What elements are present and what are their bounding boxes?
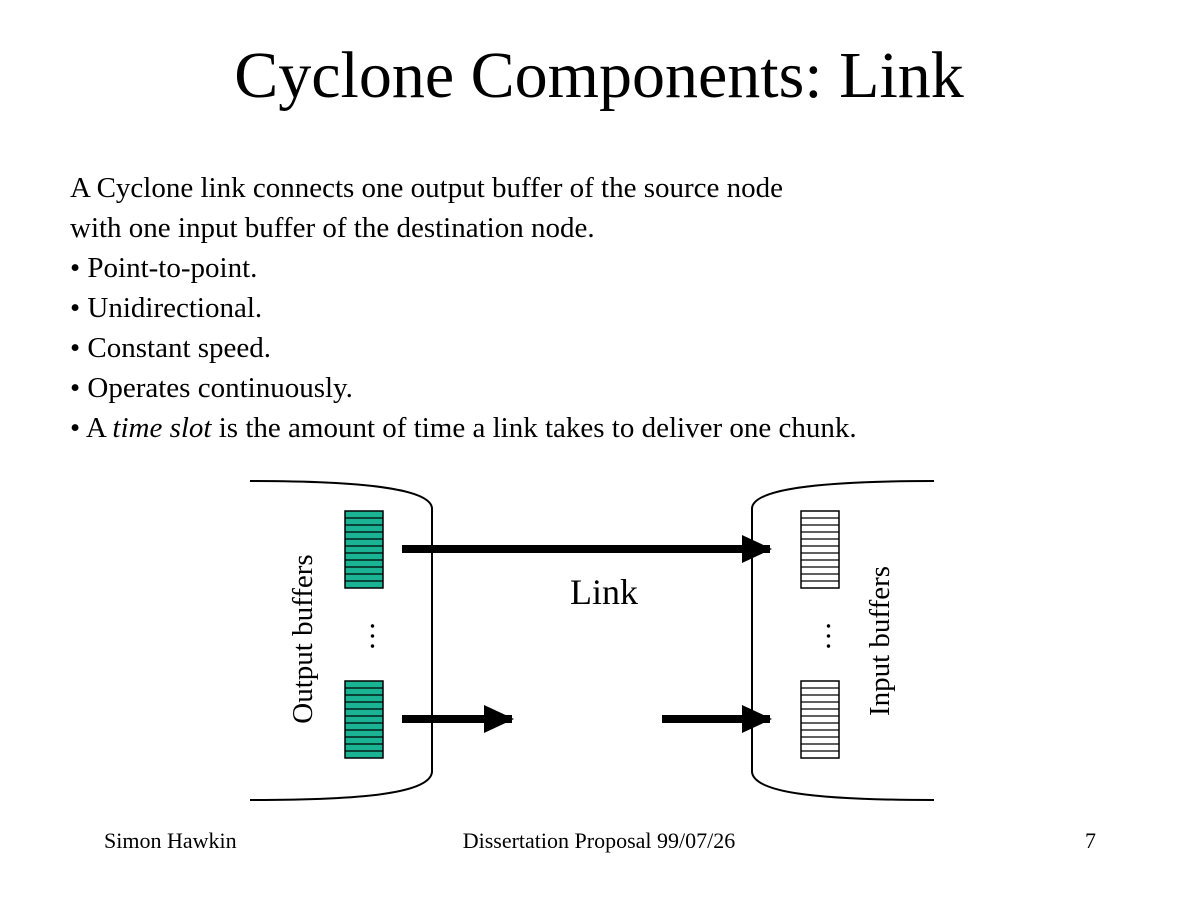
buffer-body	[800, 510, 840, 589]
bullet-marker: •	[70, 412, 81, 444]
bullet-marker: •	[70, 372, 81, 404]
timeslot-prefix: A	[85, 412, 113, 444]
output-buffer-bottom	[344, 680, 384, 759]
slide-body: A Cyclone link connects one output buffe…	[70, 168, 857, 448]
bullet-text: Operates continuously.	[87, 372, 353, 404]
bullet-item: • Point-to-point.	[70, 248, 857, 288]
bullet-item: • Constant speed.	[70, 328, 857, 368]
footer-center-text: Dissertation Proposal 99/07/26	[462, 828, 736, 853]
bullet-item-timeslot: • A time slot is the amount of time a li…	[70, 408, 857, 448]
footer-author: Simon Hawkin	[104, 828, 237, 853]
output-buffer-top	[344, 510, 384, 589]
timeslot-suffix: is the amount of time a link takes to de…	[211, 412, 857, 444]
slide-title: Cyclone Components: Link	[234, 39, 964, 112]
input-buffer-top	[800, 510, 840, 589]
destination-node-outline	[751, 480, 935, 801]
buffer-body	[800, 680, 840, 759]
input-buffer-bottom	[800, 680, 840, 759]
source-node-outline	[249, 480, 433, 801]
output-buffers-label: Output buffers	[287, 554, 319, 723]
bullet-text: Unidirectional.	[87, 292, 263, 324]
intro-line: A Cyclone link connects one output buffe…	[70, 172, 784, 204]
footer-page-number: 7	[1085, 828, 1096, 853]
buffer-body	[344, 680, 384, 759]
bullet-item: • Operates continuously.	[70, 368, 857, 408]
input-ellipsis: …	[804, 621, 837, 651]
link-label: Link	[570, 572, 638, 612]
bullet-item: • Unidirectional.	[70, 288, 857, 328]
bullet-text: Point-to-point.	[87, 252, 258, 284]
bullet-marker: •	[70, 332, 81, 364]
output-ellipsis: …	[348, 621, 381, 651]
intro-line: with one input buffer of the destination…	[70, 212, 595, 244]
bullet-marker: •	[70, 292, 81, 324]
input-buffers-label: Input buffers	[864, 566, 896, 716]
bullet-marker: •	[70, 252, 81, 284]
buffer-body	[344, 510, 384, 589]
bullet-text: Constant speed.	[87, 332, 272, 364]
timeslot-emphasis: time slot	[112, 412, 212, 444]
